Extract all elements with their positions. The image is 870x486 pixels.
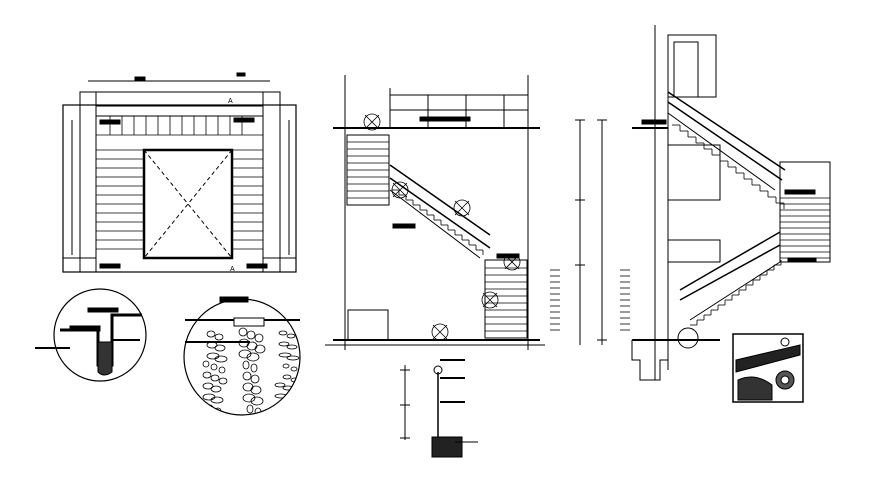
svg-text:A: A xyxy=(228,98,233,105)
hatched-detail-box xyxy=(732,333,804,403)
svg-text:A: A xyxy=(230,266,235,273)
detail-circle-right xyxy=(183,296,301,416)
stair-plan: A A xyxy=(62,72,297,273)
stair-section xyxy=(325,75,545,350)
detail-circle-left xyxy=(35,288,147,382)
railing-detail xyxy=(400,359,478,458)
stair-elevation xyxy=(550,25,831,381)
